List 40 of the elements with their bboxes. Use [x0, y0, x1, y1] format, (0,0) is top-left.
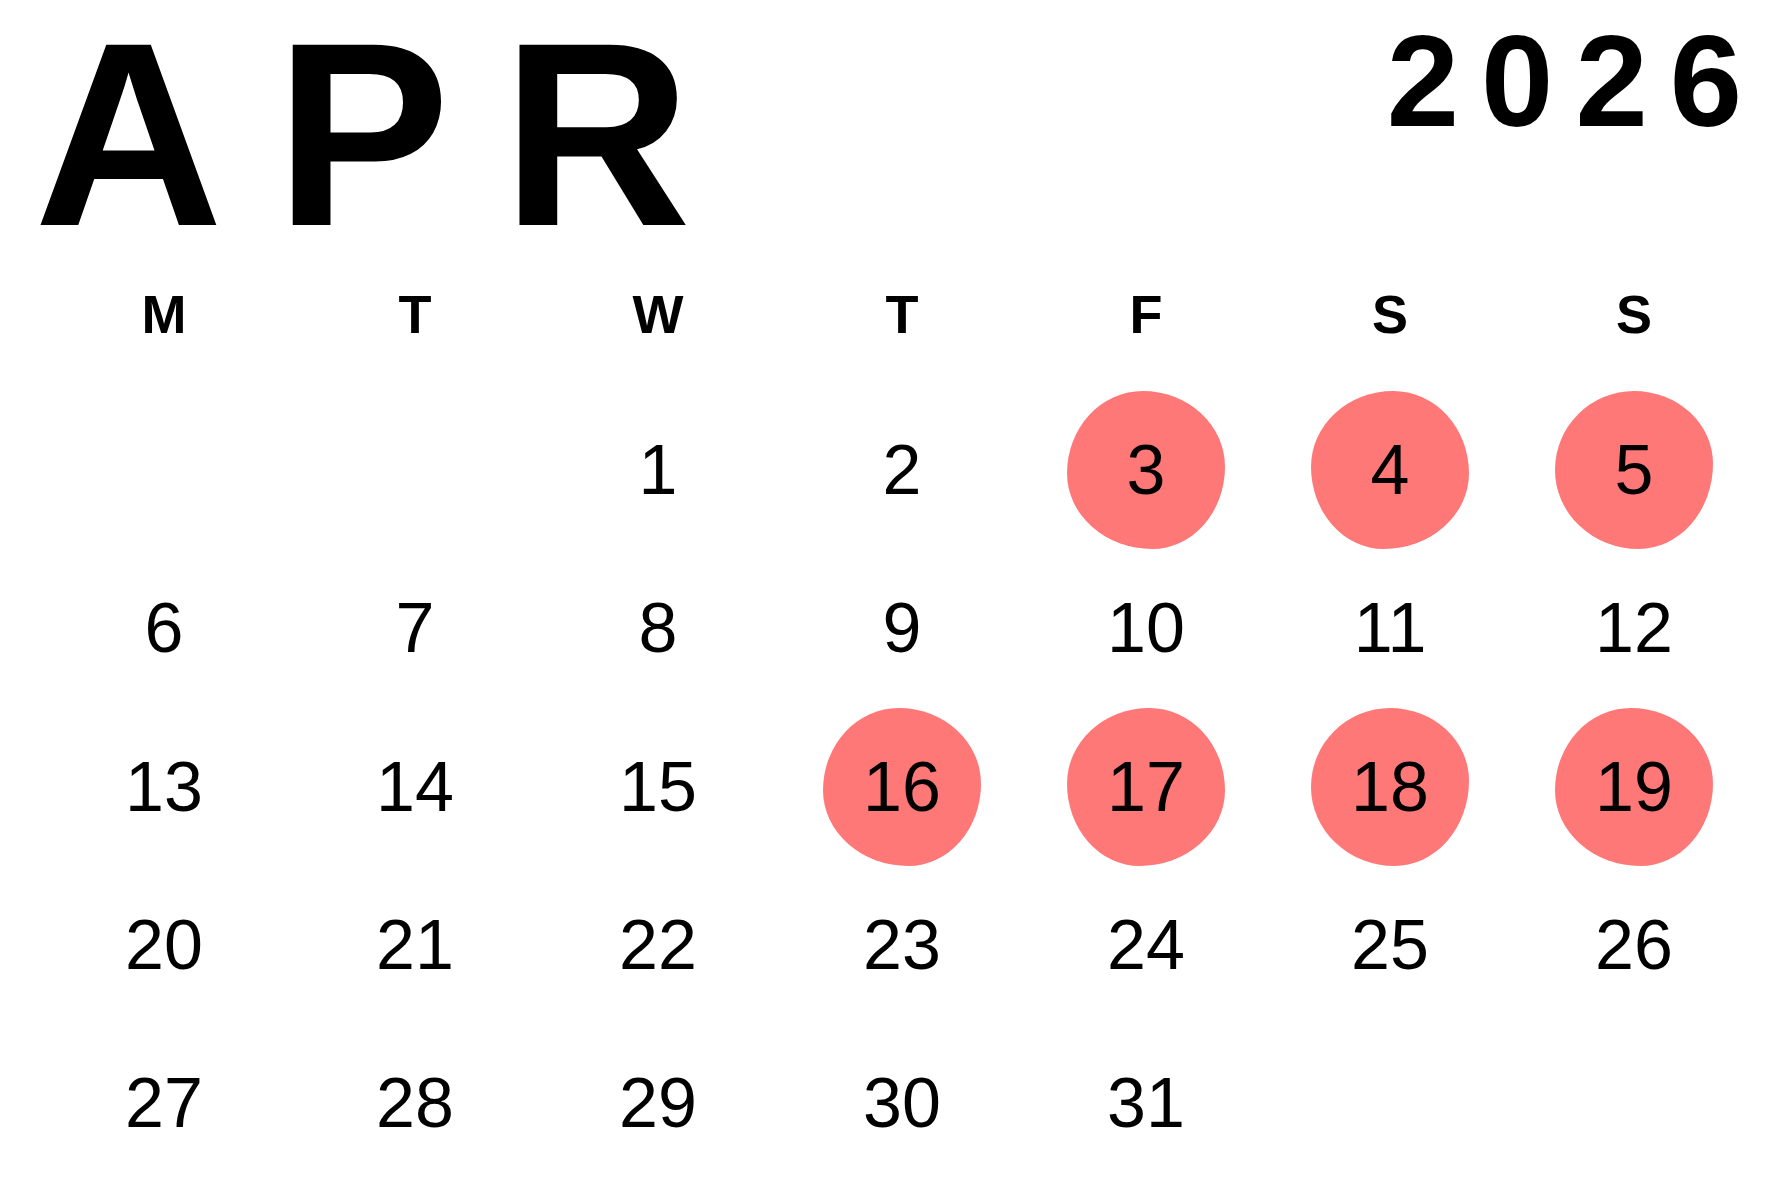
date-number: 2 — [882, 435, 922, 505]
date-number: 1 — [638, 435, 678, 505]
weekday-label: T — [398, 287, 432, 341]
date-number: 28 — [376, 1068, 454, 1138]
date-number: 30 — [863, 1068, 941, 1138]
date-number: 8 — [638, 593, 678, 663]
date-number: 17 — [1107, 752, 1185, 822]
weekday-label: S — [1616, 287, 1652, 341]
date-number: 20 — [125, 910, 203, 980]
date-number: 14 — [376, 752, 454, 822]
date-number: 24 — [1107, 910, 1185, 980]
date-number: 11 — [1353, 593, 1427, 663]
weekday-label: T — [885, 287, 919, 341]
date-number: 10 — [1107, 593, 1185, 663]
date-number: 16 — [863, 752, 941, 822]
date-number: 7 — [395, 593, 435, 663]
date-number: 12 — [1595, 593, 1673, 663]
date-number: 19 — [1595, 752, 1673, 822]
date-number: 21 — [376, 910, 454, 980]
date-number: 23 — [863, 910, 941, 980]
weekday-label: F — [1129, 287, 1163, 341]
date-number: 9 — [882, 593, 922, 663]
weekday-label: W — [632, 287, 684, 341]
date-number: 31 — [1107, 1068, 1185, 1138]
month-heading: APR — [34, 4, 744, 266]
weekday-label: S — [1372, 287, 1408, 341]
date-number: 22 — [619, 910, 697, 980]
date-number: 27 — [125, 1068, 203, 1138]
weekday-label: M — [141, 287, 187, 341]
date-number: 26 — [1595, 910, 1673, 980]
date-number: 13 — [125, 752, 203, 822]
date-number: 6 — [144, 593, 184, 663]
date-number: 5 — [1614, 435, 1654, 505]
date-number: 29 — [619, 1068, 697, 1138]
date-number: 18 — [1351, 752, 1429, 822]
date-number: 15 — [619, 752, 697, 822]
date-number: 4 — [1370, 435, 1410, 505]
year-heading: 2026 — [1386, 16, 1764, 146]
date-number: 25 — [1351, 910, 1429, 980]
date-number: 3 — [1126, 435, 1166, 505]
